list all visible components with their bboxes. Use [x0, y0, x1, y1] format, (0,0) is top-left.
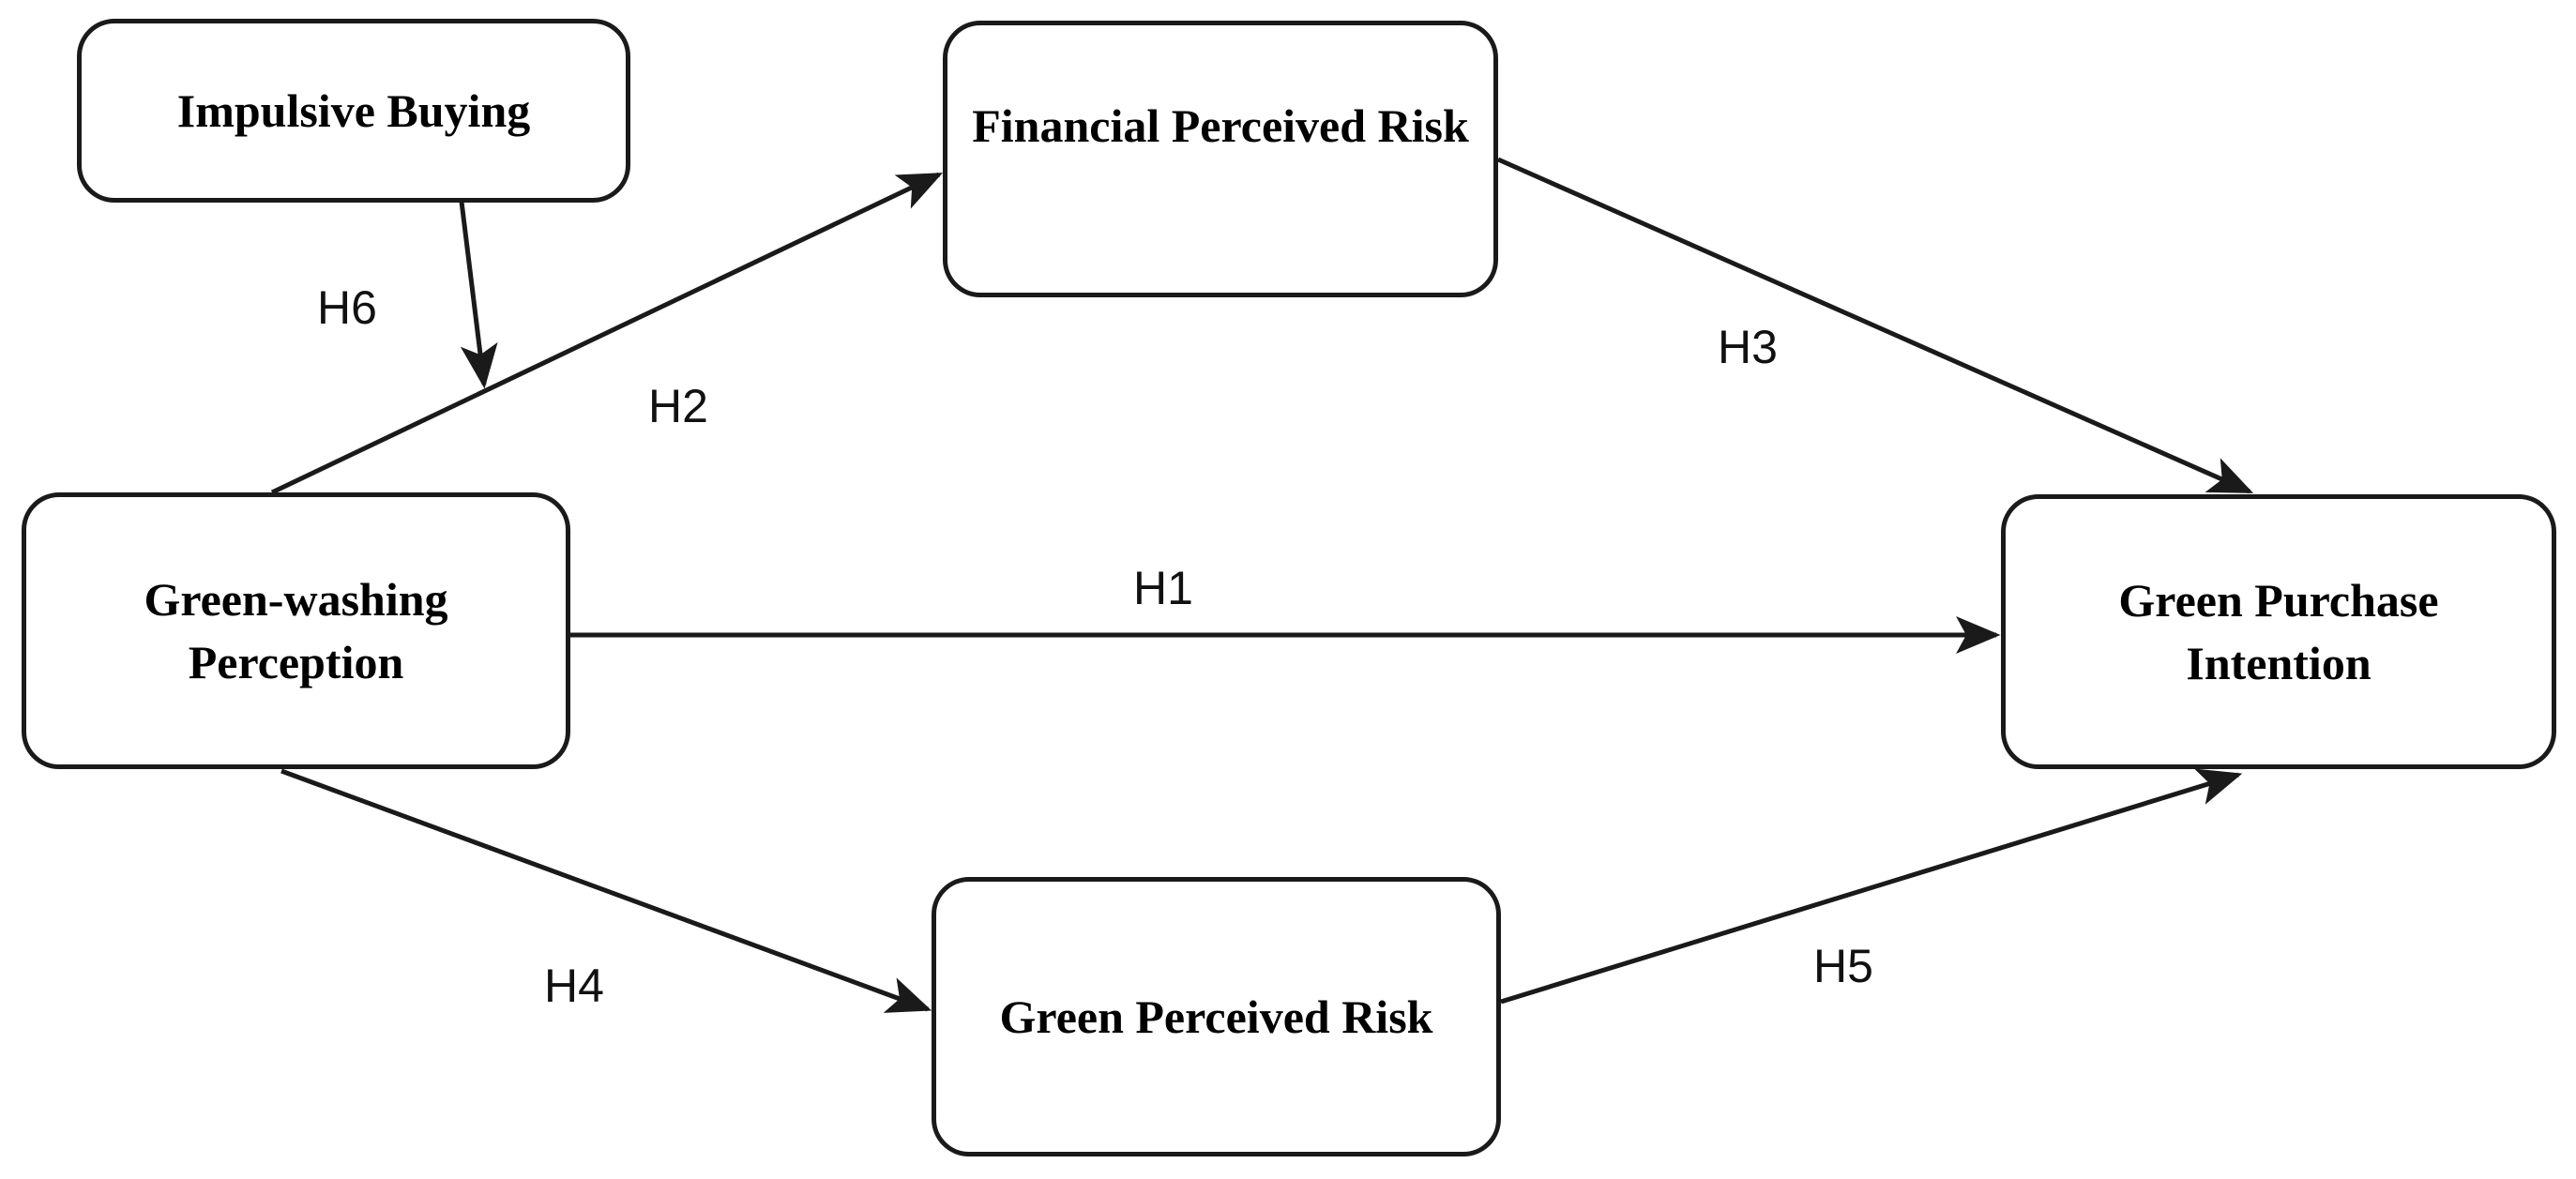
edge-label-h3: H3 [1718, 321, 1778, 373]
node-impulsive-buying-label: Impulsive Buying [176, 83, 531, 137]
edge-label-h6: H6 [317, 281, 377, 334]
edge-label-h1: H1 [1133, 562, 1193, 614]
node-financial-perceived-risk: Financial Perceived Risk [943, 21, 1498, 297]
node-greenwashing-perception-label: Green-washing Perception [144, 573, 448, 688]
edge-label-h2: H2 [648, 380, 708, 432]
node-green-purchase-intention: Green Purchase Intention [2001, 494, 2556, 769]
arrow-h3-financial-risk-to-purchase-intention [1496, 157, 2254, 494]
edge-label-h5: H5 [1813, 940, 1873, 992]
node-green-purchase-intention-label: Green Purchase Intention [2118, 574, 2439, 689]
arrow-h6-impulsive-buying-to-h2-path [459, 201, 498, 389]
node-impulsive-buying: Impulsive Buying [77, 19, 630, 203]
arrow-h4-greenwashing-to-green-risk [280, 768, 932, 1013]
edge-label-h4: H4 [544, 960, 604, 1012]
node-greenwashing-perception: Green-washing Perception [22, 492, 570, 769]
node-green-perceived-risk: Green Perceived Risk [932, 877, 1501, 1156]
node-financial-perceived-risk-label: Financial Perceived Risk [972, 99, 1469, 153]
node-green-perceived-risk-label: Green Perceived Risk [999, 990, 1433, 1043]
